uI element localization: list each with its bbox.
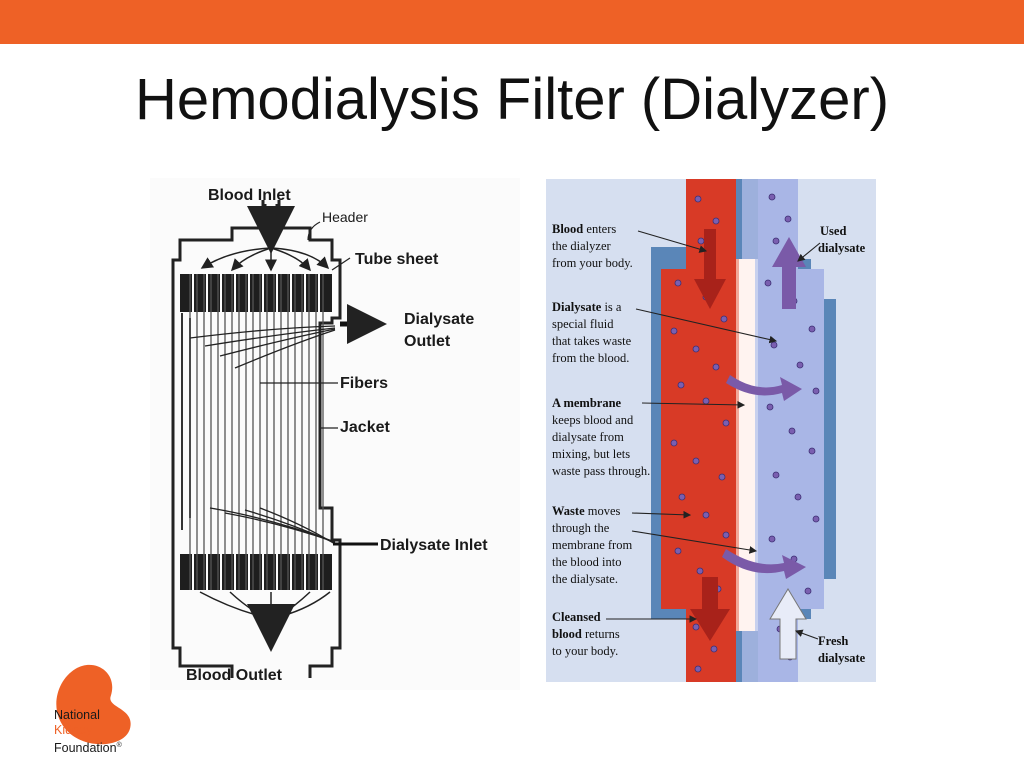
membrane-l2: dialysate from <box>552 430 624 444</box>
tube-sheet-bottom <box>180 554 332 590</box>
dialysate-is-l3: that takes waste <box>552 334 632 348</box>
waste-bold: Waste <box>552 504 585 518</box>
label-header: Header <box>322 209 368 225</box>
label-dialysate-inlet: Dialysate Inlet <box>380 537 488 554</box>
cleansed-l3: to your body. <box>552 644 618 658</box>
waste-l1: moves <box>585 504 621 518</box>
waste-l3: membrane from <box>552 538 632 552</box>
top-accent-bar <box>0 0 1024 44</box>
nkf-kidney-logo-icon <box>56 664 131 745</box>
logo-line-foundation: Foundation® <box>54 741 122 756</box>
slide-title: Hemodialysis Filter (Dialyzer) <box>134 67 890 132</box>
label-dialysate-outlet-1: Dialysate <box>404 311 474 328</box>
dialysate-is-l2: special fluid <box>552 317 614 331</box>
svg-text:Blood enters: Blood enters <box>552 222 616 236</box>
cleansed-bold2: blood <box>552 627 582 641</box>
fresh-dialysate-arrow <box>769 588 807 660</box>
registered-mark: ® <box>116 742 122 749</box>
logo-line-kidney: Kidney <box>54 723 93 737</box>
svg-text:blood returns: blood returns <box>552 627 620 641</box>
dialyzer-membrane-illustration: Blood enters the dialyzer from your body… <box>546 179 876 682</box>
fresh-l2: dialysate <box>818 651 866 665</box>
waste-l2: through the <box>552 521 610 535</box>
cleansed-l2: returns <box>582 627 620 641</box>
waste-l4: the blood into <box>552 555 621 569</box>
fresh-l1: Fresh <box>818 634 848 648</box>
blood-out-arrow <box>690 577 730 641</box>
fibers <box>189 274 324 590</box>
used-l2: dialysate <box>818 241 866 255</box>
waste-l5: the dialysate. <box>552 572 618 586</box>
label-blood-outlet: Blood Outlet <box>186 667 283 684</box>
dialyzer-cross-section-diagram: Blood Inlet Header Tube sheet Dialysate … <box>150 178 520 690</box>
membrane-l4: waste pass through. <box>552 464 650 478</box>
membrane-l1: keeps blood and <box>552 413 634 427</box>
tube-sheet-top <box>180 274 332 312</box>
blood-enters-l1: enters <box>583 222 616 236</box>
blood-enters-bold: Blood <box>552 222 583 236</box>
blood-enters-l2: the dialyzer <box>552 239 611 253</box>
svg-text:Dialysate is a: Dialysate is a <box>552 300 622 314</box>
membrane <box>738 259 756 631</box>
membrane-bold: A membrane <box>552 396 622 410</box>
dialysate-is-l1: is a <box>601 300 622 314</box>
dialysate-is-l4: from the blood. <box>552 351 629 365</box>
svg-text:Waste moves: Waste moves <box>552 504 621 518</box>
dialysate-is-bold: Dialysate <box>552 300 602 314</box>
logo-line-national: National <box>54 708 100 722</box>
cleansed-bold1: Cleansed <box>552 610 601 624</box>
label-jacket: Jacket <box>340 419 390 436</box>
waste-crossing-arrow-2 <box>722 549 806 579</box>
label-dialysate-outlet-2: Outlet <box>404 333 451 350</box>
nkf-logo-text: National Kidney Foundation® <box>54 708 122 756</box>
blood-in-arrow <box>694 229 726 309</box>
waste-crossing-arrow-1 <box>726 375 802 401</box>
label-blood-inlet: Blood Inlet <box>208 187 291 204</box>
membrane-l3: mixing, but lets <box>552 447 630 461</box>
blood-enters-l3: from your body. <box>552 256 633 270</box>
label-fibers: Fibers <box>340 375 388 392</box>
housing-outline <box>171 204 342 678</box>
used-l1: Used <box>820 224 846 238</box>
label-tube-sheet: Tube sheet <box>355 251 439 268</box>
